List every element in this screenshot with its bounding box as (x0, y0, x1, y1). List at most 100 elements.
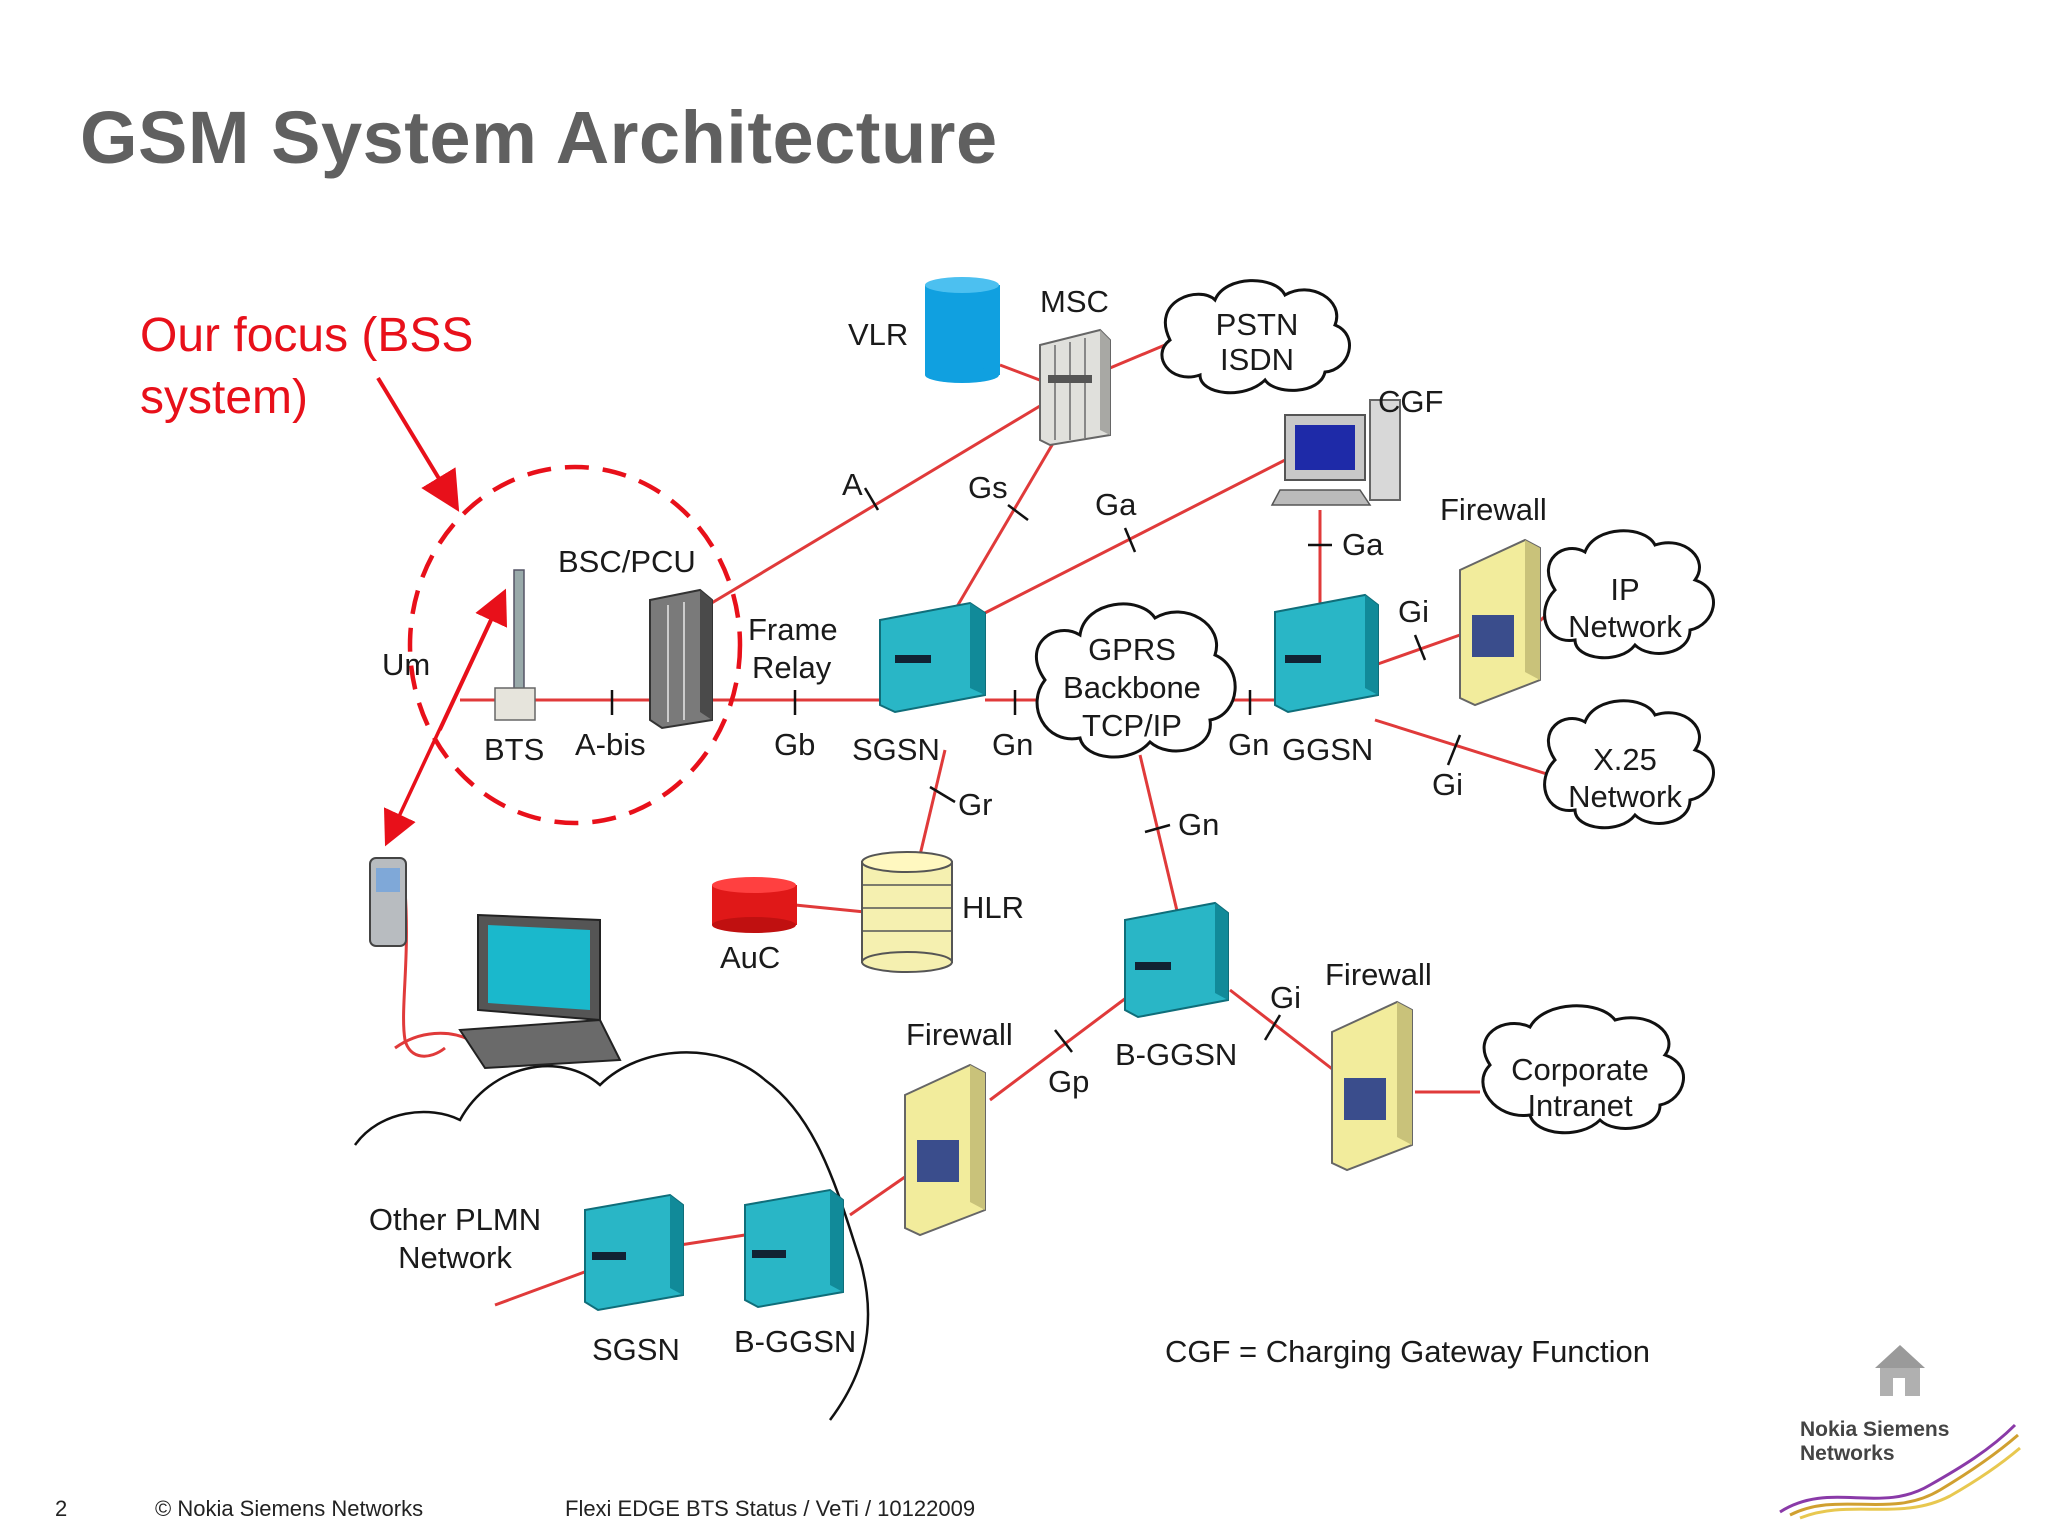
link-sgsn-msc (953, 439, 1057, 611)
focus-note: Our focus (BSS system) (140, 305, 473, 429)
cgf-workstation-icon (1270, 399, 1401, 506)
other-plmn-network-outline (353, 1051, 870, 1421)
b-ggsn-server-icon (1124, 901, 1229, 1019)
cgf-label: CGF (1378, 384, 1443, 419)
hlr-label: HLR (962, 890, 1024, 925)
interface-ticks (610, 487, 1462, 1053)
laptop-icon (458, 913, 622, 1070)
b-ggsn-label: B-GGSN (1115, 1037, 1237, 1072)
ip-network-cloud (1543, 529, 1715, 660)
corporate-intranet-label-line2: Intranet (1527, 1088, 1633, 1123)
gi-x25-interface-label: Gi (1432, 767, 1463, 802)
sgsn-label: SGSN (852, 732, 940, 767)
sgsn-server-icon (879, 601, 986, 714)
firewall-mid-label: Firewall (906, 1017, 1013, 1052)
gprs-label-line3: TCP/IP (1082, 708, 1182, 743)
page-title: GSM System Architecture (80, 96, 998, 179)
hlr-database-icon (861, 851, 953, 973)
firewall-top-icon (1459, 538, 1541, 707)
gi-b-ggsn-interface-label: Gi (1270, 980, 1301, 1015)
gs-interface-label: Gs (968, 470, 1008, 505)
gp-interface-label: Gp (1048, 1064, 1089, 1099)
msc-label: MSC (1040, 284, 1109, 319)
um-interface-label: Um (382, 647, 430, 682)
link-bggsn-firewall (1229, 988, 1341, 1077)
um-link-up (438, 588, 508, 731)
x25-network-label-line2: Network (1568, 779, 1682, 814)
ggsn-label: GGSN (1282, 732, 1373, 767)
other-plmn-label-line2: Network (398, 1240, 512, 1275)
ggsn-server-icon (1274, 593, 1379, 714)
gr-interface-label: Gr (958, 787, 992, 822)
other-b-ggsn-server-icon (744, 1188, 844, 1309)
home-icon[interactable] (1875, 1345, 1925, 1396)
auc-label: AuC (720, 940, 780, 975)
corporate-intranet-label-line1: Corporate (1511, 1052, 1649, 1087)
firewall-low-icon (1331, 1000, 1413, 1172)
vlr-database-icon (925, 277, 1000, 383)
firewall-low-label: Firewall (1325, 957, 1432, 992)
frame-relay-label-line1: Frame (748, 612, 838, 647)
msc-rack-icon (1039, 328, 1111, 447)
link-ggsn-firewall (1374, 633, 1461, 667)
gn-ggsn-interface-label: Gn (1228, 727, 1269, 762)
pstn-label-line2: ISDN (1220, 342, 1294, 377)
link-gprs-bggsn (1138, 754, 1180, 916)
link-sgsn-bggsn-other (679, 1233, 746, 1247)
gn-b-ggsn-interface-label: Gn (1178, 807, 1219, 842)
link-plmn-sgsn (494, 1268, 591, 1307)
other-sgsn-server-icon (584, 1193, 684, 1312)
link-ggsn-x25 (1374, 718, 1551, 777)
logo-text-line2: Networks (1800, 1442, 1895, 1465)
pstn-cloud (1160, 279, 1351, 395)
link-auc-hlr (794, 903, 866, 914)
frame-relay-label-line2: Relay (752, 650, 832, 685)
gn-sgsn-interface-label: Gn (992, 727, 1033, 762)
pstn-label-line1: PSTN (1216, 307, 1299, 342)
footer-document: Flexi EDGE BTS Status / VeTi / 10122009 (565, 1496, 976, 1521)
link-msc-pstn (1109, 343, 1166, 370)
gprs-backbone-cloud (1035, 602, 1237, 759)
legend-text: CGF = Charging Gateway Function (1165, 1334, 1650, 1369)
gb-interface-label: Gb (774, 727, 815, 762)
gprs-label-line1: GPRS (1088, 632, 1176, 667)
auc-database-icon (712, 877, 797, 933)
x25-network-cloud (1543, 699, 1715, 830)
ga-ggsn-interface-label: Ga (1342, 527, 1384, 562)
gprs-label-line2: Backbone (1063, 670, 1201, 705)
footer-page-number: 2 (55, 1496, 68, 1521)
link-sgsn-hlr (918, 749, 947, 856)
bts-antenna-icon (494, 569, 536, 721)
bsc-pcu-label: BSC/PCU (558, 544, 696, 579)
gi-ip-interface-label: Gi (1398, 594, 1429, 629)
ip-network-label-line2: Network (1568, 609, 1682, 644)
mobile-phone-icon (369, 857, 407, 947)
corporate-intranet-cloud (1481, 1004, 1685, 1135)
bss-focus-circle (407, 464, 743, 826)
link-vlr-msc (999, 363, 1046, 384)
nokia-siemens-logo: Nokia Siemens Networks (1779, 1418, 2021, 1520)
link-sgsn-cgf (974, 453, 1296, 620)
other-b-ggsn-label: B-GGSN (734, 1324, 856, 1359)
bsc-pcu-rack-icon (649, 588, 713, 730)
bts-label: BTS (484, 732, 544, 767)
focus-note-line2: system) (140, 371, 308, 424)
other-sgsn-label: SGSN (592, 1332, 680, 1367)
firewall-mid-icon (904, 1063, 986, 1237)
ga-sgsn-interface-label: Ga (1095, 487, 1137, 522)
a-bis-interface-label: A-bis (575, 727, 646, 762)
firewall-top-label: Firewall (1440, 492, 1547, 527)
other-plmn-label-line1: Other PLMN (369, 1202, 541, 1237)
link-bggsn-firewall-mid (989, 993, 1131, 1102)
footer-copyright: © Nokia Siemens Networks (155, 1496, 424, 1521)
ip-network-label-line1: IP (1610, 572, 1639, 607)
a-interface-label: A (842, 467, 863, 502)
vlr-label: VLR (848, 317, 908, 352)
connection-lines (460, 343, 1551, 1307)
logo-text-line1: Nokia Siemens (1800, 1418, 1949, 1441)
focus-note-line1: Our focus (BSS (140, 309, 474, 362)
x25-network-label-line1: X.25 (1593, 742, 1657, 777)
focus-arrow (376, 376, 460, 512)
